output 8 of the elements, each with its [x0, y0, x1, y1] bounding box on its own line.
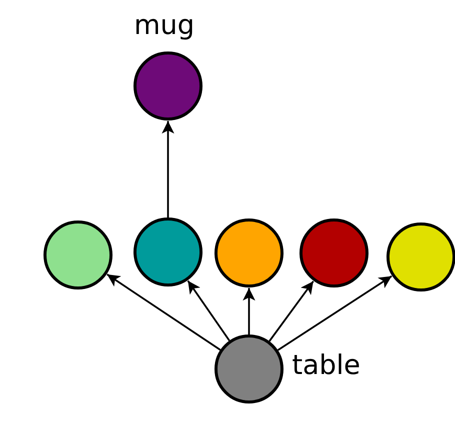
arrow	[106, 274, 221, 351]
node-label: table	[292, 352, 360, 379]
arrow	[277, 275, 392, 351]
node-label: mug	[134, 12, 195, 39]
arrow	[187, 280, 230, 342]
arrow	[242, 288, 256, 334]
arrow	[162, 121, 174, 218]
arrow	[268, 280, 314, 342]
